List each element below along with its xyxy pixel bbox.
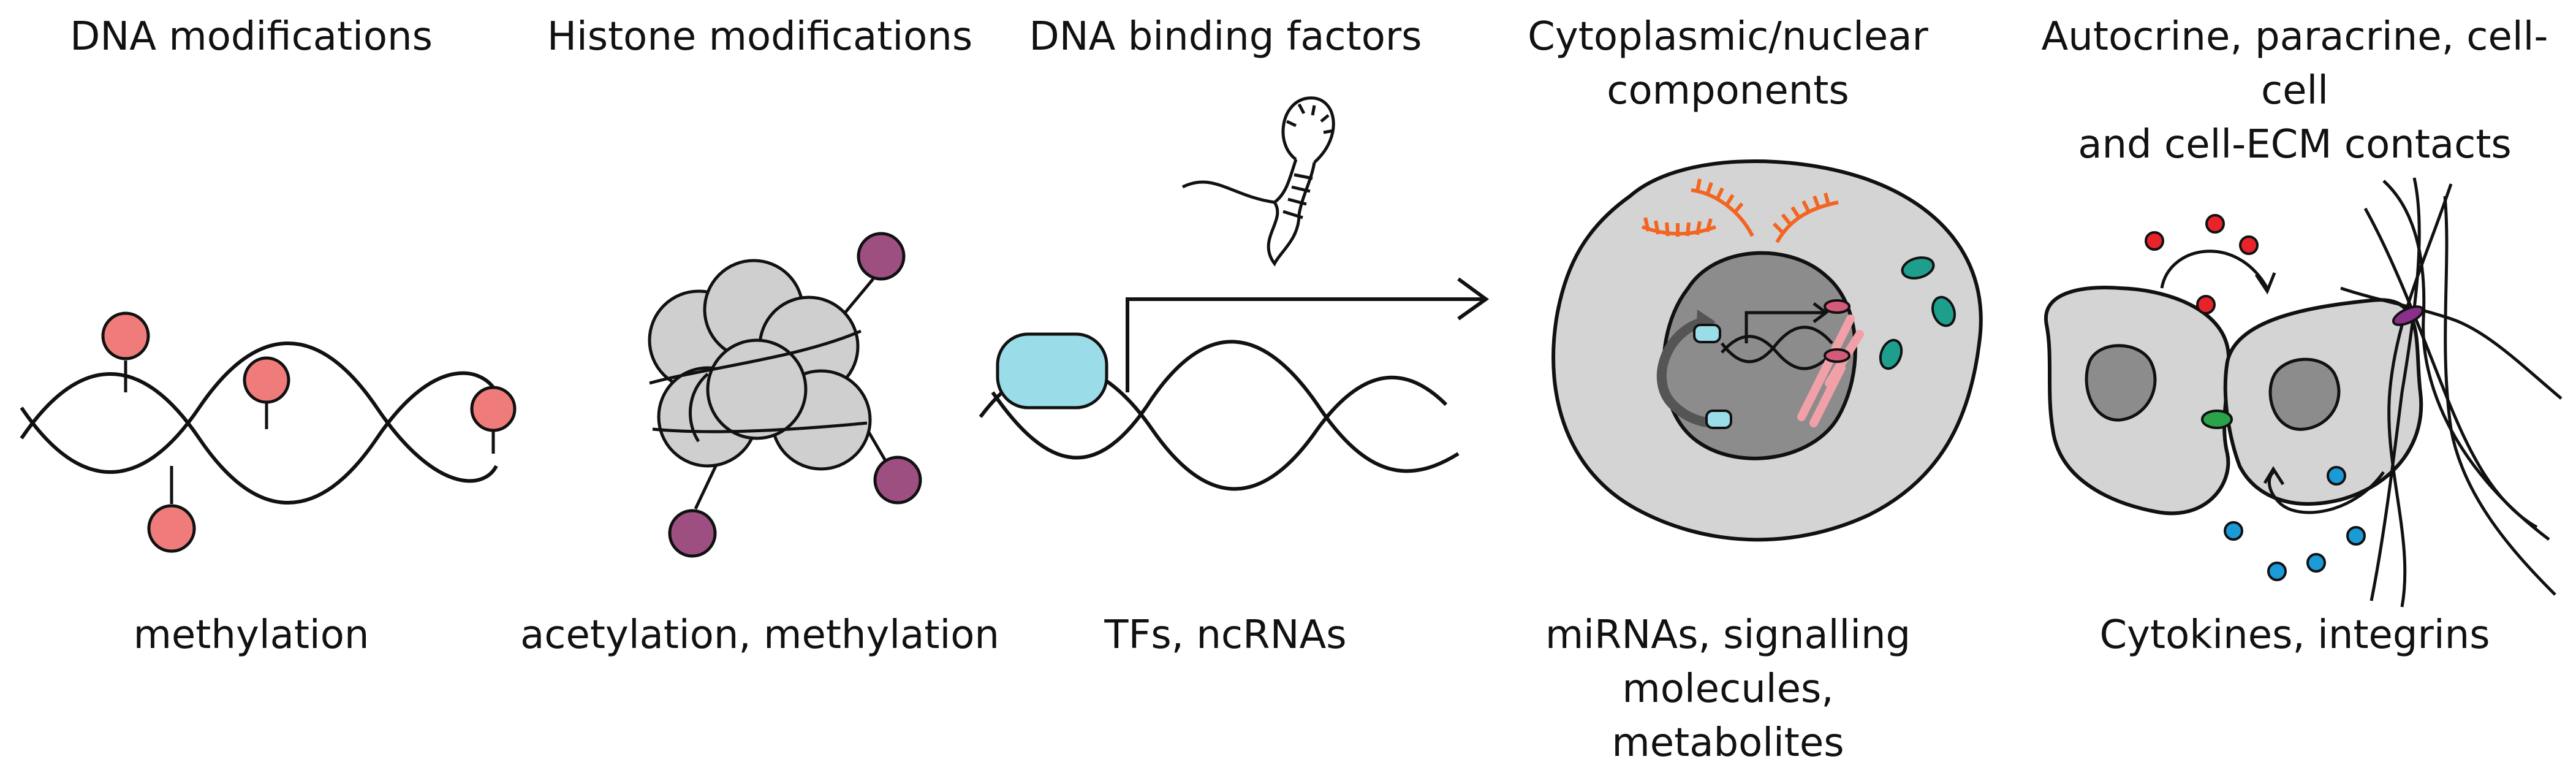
title-line: Cytoplasmic/nuclear [1528, 14, 1928, 59]
nuclear-pore-markers [1824, 299, 1851, 363]
cell-nuclei [2085, 344, 2341, 431]
blue-cytokines [2224, 466, 2366, 581]
panel-cytoplasmic-nuclear-components: Cytoplasmic/nuclear components [1471, 0, 1985, 766]
title-line: Autocrine, paracrine, cell-cell [2041, 14, 2548, 113]
title-line: and cell-ECM contacts [2078, 122, 2512, 167]
panel-caption: Cytokines, integrins [2022, 608, 2567, 662]
caption-line: methylation [133, 612, 369, 658]
panel-title: Autocrine, paracrine, cell-cell and cell… [2022, 10, 2567, 172]
histone-octamer [648, 259, 872, 471]
feedback-arrow [1656, 317, 1716, 428]
caption-line: metabolites [1612, 720, 1844, 766]
dna-methylation-illustration [20, 311, 517, 553]
panel-caption: acetylation, methylation [502, 608, 1017, 662]
methyl-groups [101, 311, 517, 553]
panel-title: DNA modifications [0, 10, 502, 64]
cytokine-signaling-arrows [2160, 250, 2385, 514]
title-line: DNA modifications [70, 14, 433, 59]
panel-caption: TFs, ncRNAs [968, 608, 1483, 662]
mirnas [1641, 178, 1839, 243]
cell-cell-junction [2201, 410, 2233, 429]
teal-components [1879, 256, 1956, 370]
transcription-factors [1693, 324, 1732, 429]
cell-components-illustration [1551, 159, 1983, 542]
extracellular-matrix-fibers [2340, 177, 2563, 608]
wrapped-dna [649, 329, 868, 443]
integrin [2392, 305, 2425, 326]
panel-title: Cytoplasmic/nuclear components [1471, 10, 1985, 118]
panel-caption: miRNAs, signalling molecules, metabolite… [1471, 608, 1985, 770]
transcription-factor [996, 332, 1108, 410]
title-line: components [1607, 68, 1849, 113]
caption-line: Cytokines, integrins [2099, 612, 2490, 658]
caption-line: miRNAs, signalling molecules, [1545, 612, 1911, 712]
ncrna-hairpin [1181, 96, 1335, 267]
caption-line: TFs, ncRNAs [1104, 612, 1347, 658]
cell-contacts-illustration [2044, 177, 2563, 608]
panel-title: DNA binding factors [968, 10, 1483, 64]
panel-caption: methylation [0, 608, 502, 662]
transcription-start-arrow [1126, 277, 1490, 392]
caption-line: acetylation, methylation [520, 612, 999, 658]
transcription-factor-illustration [979, 96, 1490, 491]
red-cytokines [2145, 214, 2259, 314]
panel-histone-modifications: Histone modifications acetylation, meth [502, 0, 1017, 725]
panel-cell-contacts: Autocrine, paracrine, cell-cell and cell… [2022, 0, 2567, 725]
panel-dna-binding-factors: DNA binding factors TF [968, 0, 1490, 725]
histone-marks [668, 232, 922, 558]
nuclear-dna [1721, 302, 1833, 370]
title-line: Histone modifications [547, 14, 973, 59]
panel-title: Histone modifications [502, 10, 1017, 64]
title-line: DNA binding factors [1029, 14, 1422, 59]
panel-dna-modifications: DNA modifications methylation [0, 0, 517, 725]
dna-double-helix [20, 341, 498, 505]
nucleosome-illustration [648, 232, 922, 558]
